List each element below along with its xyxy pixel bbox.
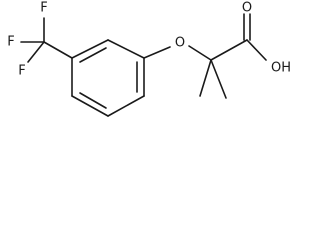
- ether-oxygen-label: O: [175, 36, 185, 51]
- trifluoromethyl-bonds: [20, 17, 73, 63]
- chemical-structure: F F F O O OH: [7, 1, 291, 117]
- carbonyl-oxygen-label: O: [242, 1, 252, 16]
- fluorine-left-label: F: [7, 35, 14, 50]
- side-chain-bonds: [143, 13, 267, 99]
- fluorine-bottom-label: F: [18, 64, 25, 79]
- benzene-ring: [71, 39, 145, 117]
- fluorine-top-label: F: [40, 1, 47, 16]
- hydroxyl-label: OH: [271, 61, 291, 76]
